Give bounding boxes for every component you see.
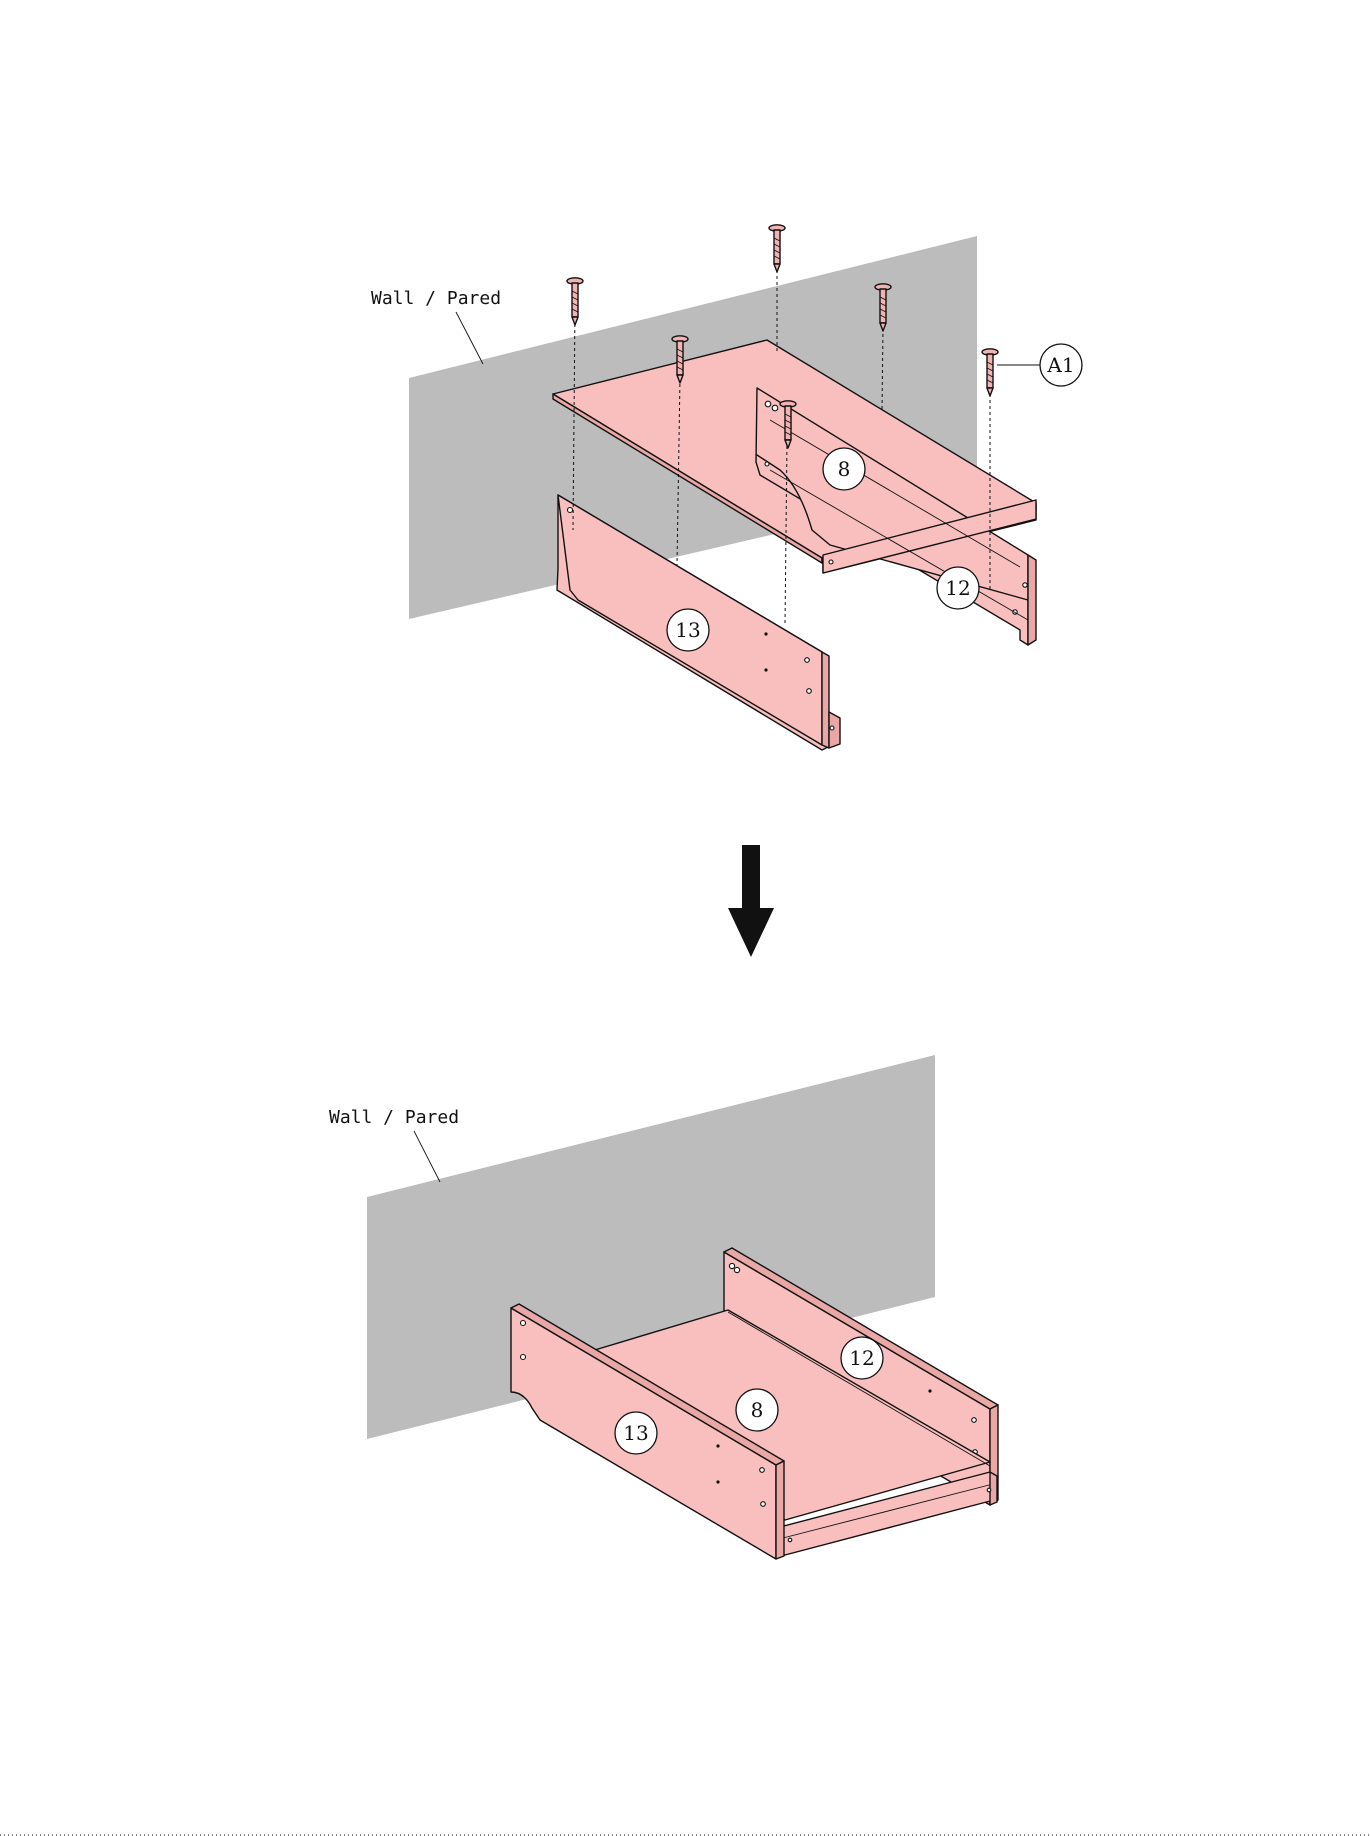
svg-text:A1: A1 (1046, 353, 1074, 377)
callout-a1: A1 (1040, 344, 1082, 386)
screw-icon (982, 349, 998, 396)
step-top-diagram: Wall / Pared A1 8 12 13 (371, 225, 1082, 750)
callout-8-bottom: 8 (736, 1389, 778, 1431)
wall-label-leader (456, 312, 483, 364)
screw-icon (769, 225, 785, 272)
step-bottom-diagram: Wall / Pared 12 8 13 (329, 1055, 998, 1559)
callout-13-top: 13 (667, 609, 709, 651)
callout-13-bottom: 13 (615, 1412, 657, 1454)
svg-text:12: 12 (945, 576, 970, 600)
callout-12-top: 12 (937, 567, 979, 609)
svg-text:8: 8 (838, 457, 851, 481)
svg-text:13: 13 (675, 618, 700, 642)
wall-label-bottom: Wall / Pared (329, 1107, 459, 1128)
wall-label-leader (414, 1131, 440, 1182)
svg-text:13: 13 (623, 1421, 648, 1445)
svg-text:8: 8 (751, 1398, 764, 1422)
callout-12-bottom: 12 (841, 1337, 883, 1379)
screw-icon (567, 278, 583, 325)
callout-8-top: 8 (823, 448, 865, 490)
svg-text:12: 12 (849, 1346, 874, 1370)
wall-label-top: Wall / Pared (371, 288, 501, 309)
down-arrow-icon (728, 845, 774, 957)
